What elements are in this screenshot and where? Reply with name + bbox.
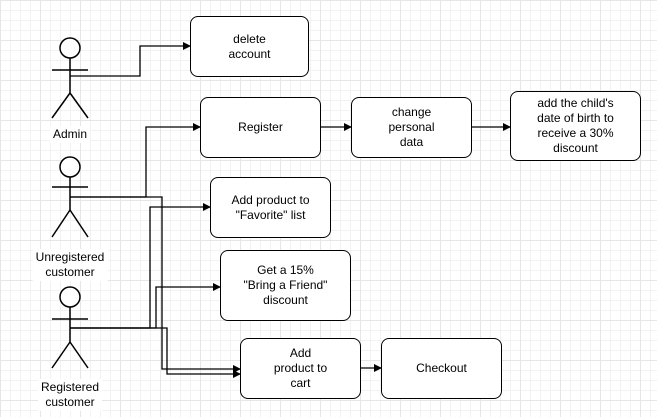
- actor-label-registered-customer: Registered customer: [37, 379, 103, 411]
- use-case-add-to-cart[interactable]: Add product to cart: [240, 338, 361, 399]
- use-case-checkout[interactable]: Checkout: [381, 338, 502, 399]
- use-case-bring-a-friend[interactable]: Get a 15% "Bring a Friend" discount: [220, 250, 351, 321]
- actor-label-unregistered-customer: Unregistered customer: [32, 249, 108, 281]
- use-case-add-to-favorite[interactable]: Add product to "Favorite" list: [210, 177, 331, 238]
- use-case-register[interactable]: Register: [200, 97, 321, 158]
- use-case-change-personal-data[interactable]: change personal data: [351, 97, 472, 158]
- edge-admin-delete-account: [70, 42, 191, 77]
- actor-label-admin: Admin: [49, 126, 91, 143]
- edge-registered-add-to-cart: [70, 327, 241, 378]
- unregistered-customer-actor-icon: [51, 156, 89, 238]
- registered-customer-actor-icon: [51, 286, 89, 369]
- edge-registered-bring-friend: [70, 283, 221, 329]
- edge-unregistered-add-to-cart: [70, 196, 241, 373]
- use-case-delete-account[interactable]: delete account: [190, 16, 309, 77]
- use-case-add-child-dob[interactable]: add the child's date of birth to receive…: [510, 91, 641, 161]
- admin-actor-icon: [51, 37, 89, 119]
